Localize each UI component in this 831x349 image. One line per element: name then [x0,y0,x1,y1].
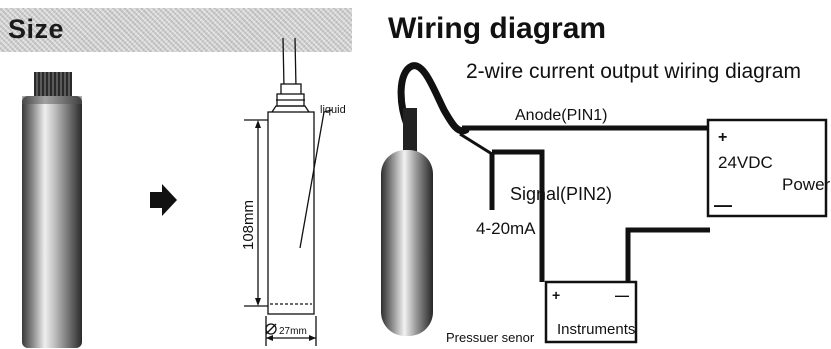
current-label: 4-20mA [476,219,536,238]
power-label: Power [782,175,831,194]
text-labels: 108mm 27mm liquid Anode(PIN1) Signal(PIN… [240,104,831,345]
power-voltage-label: 24VDC [718,153,773,172]
power-minus-label: — [714,195,732,215]
width-dimension-label: 27mm [279,326,307,337]
size-title: Size [8,14,65,44]
signal-label: Signal(PIN2) [510,184,612,204]
instrument-box [544,280,638,344]
wiring-sensor [381,62,493,336]
sensor-label: Pressuer senor [446,330,535,345]
wiring-diagram-title: Wiring diagram [388,12,607,45]
height-dimension-label: 108mm [240,200,257,250]
wiring-diagram-subtitle: 2-wire current output wiring diagram [466,60,801,83]
power-box [706,118,828,218]
size-section-banner [0,8,352,52]
instrument-plus-label: + [552,287,560,303]
size-drawing [244,37,333,346]
power-plus-label: + [718,129,727,146]
arrow-right-icon [150,184,177,216]
liquid-label: liquid [320,104,346,116]
instrument-label: Instruments [557,321,635,338]
wires [462,125,710,284]
anode-label: Anode(PIN1) [515,107,608,124]
instrument-minus-label: — [615,287,629,303]
sensor-photo [22,72,82,348]
